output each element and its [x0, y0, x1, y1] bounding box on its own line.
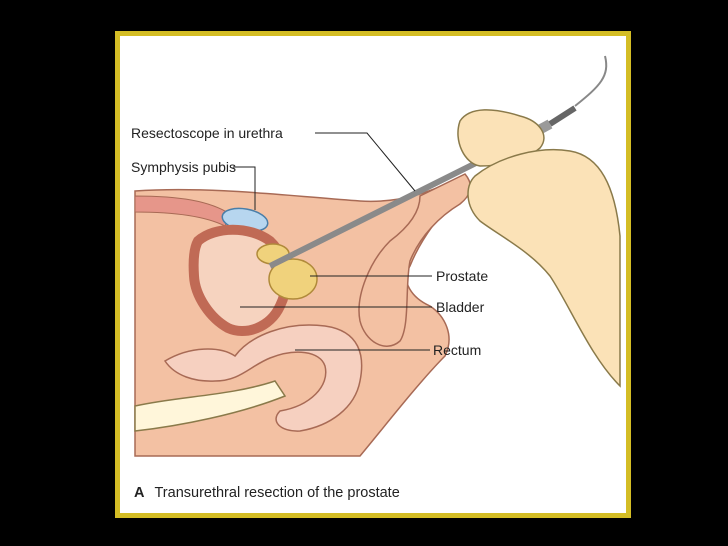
- figure-caption: A Transurethral resection of the prostate: [134, 485, 400, 501]
- caption-letter: A: [134, 485, 145, 501]
- figure-frame: Resectoscope in urethra Symphysis pubis …: [115, 31, 631, 518]
- label-prostate: Prostate: [436, 268, 489, 284]
- penis-scrotum: [358, 173, 472, 347]
- label-resectoscope: Resectoscope in urethra: [131, 125, 283, 141]
- anatomy-illustration: [134, 55, 621, 457]
- caption-text: Transurethral resection of the prostate: [154, 485, 400, 501]
- gloved-hand-lower: [467, 148, 621, 388]
- label-bladder: Bladder: [436, 299, 485, 315]
- symphysis-leader: [233, 166, 256, 210]
- resectoscope: [268, 148, 502, 269]
- sacrum: [134, 380, 287, 432]
- gloved-hand-upper: [457, 109, 545, 167]
- prostate-gland: [268, 258, 318, 300]
- resectoscope-leader: [315, 132, 416, 192]
- label-rectum: Rectum: [433, 342, 482, 358]
- rectum: [163, 324, 363, 432]
- label-symphysis-pubis: Symphysis pubis: [131, 159, 237, 175]
